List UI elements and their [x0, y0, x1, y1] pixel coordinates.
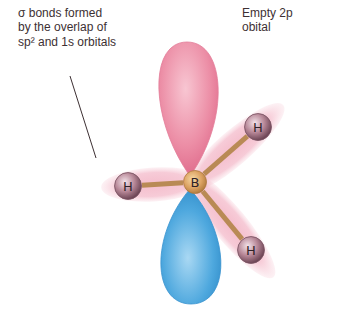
- p-orbital-top-lobe: [159, 42, 218, 176]
- atom-symbol: H: [253, 121, 263, 134]
- atom-sphere-shape: [238, 237, 265, 264]
- leader-line: [70, 76, 96, 158]
- atom-sphere-shape: [245, 114, 272, 141]
- atom-symbol: H: [123, 180, 133, 193]
- hydrogen-atom: H: [114, 172, 142, 200]
- hydrogen-atom: H: [237, 236, 265, 264]
- boron-atom: B: [183, 170, 207, 194]
- atom-symbol: H: [246, 244, 256, 257]
- atom-sphere-shape: [183, 170, 206, 193]
- sigma-bond: [142, 183, 183, 185]
- atom-symbol: B: [191, 176, 200, 189]
- callout-note: σ bonds formed by the overlap of sp² and…: [18, 6, 118, 49]
- orbital-label: Empty 2p obital: [242, 6, 308, 35]
- atom-sphere-shape: [115, 173, 142, 200]
- hydrogen-atom: H: [244, 113, 272, 141]
- sigma-bond: [203, 191, 242, 239]
- sigma-bond: [204, 136, 247, 174]
